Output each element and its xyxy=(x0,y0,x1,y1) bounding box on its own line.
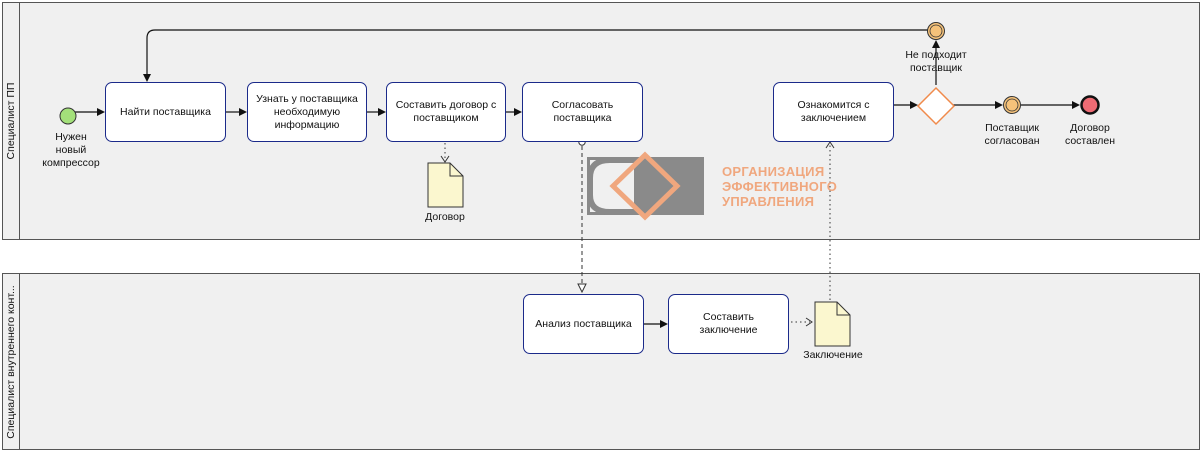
document-conclusion[interactable] xyxy=(814,301,851,347)
document-conclusion-label: Заключение xyxy=(803,349,863,361)
task-learn-info[interactable]: Узнать у поставщика необходимую информац… xyxy=(247,82,367,142)
intermediate-event-not-fit[interactable] xyxy=(927,22,945,40)
arrowhead xyxy=(1072,101,1080,109)
document-shape xyxy=(427,162,464,208)
arrowhead xyxy=(910,101,918,109)
event-inner-ring xyxy=(929,24,943,38)
association-arrow xyxy=(825,141,835,149)
document-shape xyxy=(814,301,851,347)
association-arrow xyxy=(440,155,450,163)
arrowhead xyxy=(143,74,151,82)
arrowhead xyxy=(514,108,522,116)
logo-frame xyxy=(587,157,634,215)
lane-label: Специалист внутреннего конт... xyxy=(3,274,20,449)
watermark-text: ОРГАНИЗАЦИЯ ЭФФЕКТИВНОГО УПРАВЛЕНИЯ xyxy=(722,164,838,209)
lane-internal-control: Специалист внутреннего конт... xyxy=(2,273,1200,450)
logo-diamond xyxy=(609,151,681,221)
end-event[interactable] xyxy=(1080,95,1100,115)
task-analyze-supplier[interactable]: Анализ поставщика xyxy=(523,294,644,354)
end-event-label: Договор составлен xyxy=(1064,122,1116,147)
document-fold xyxy=(449,163,463,177)
event-inner-ring xyxy=(1005,98,1019,112)
arrowhead xyxy=(660,320,668,328)
arrowhead xyxy=(378,108,386,116)
start-event-label: Нужен новый компрессор xyxy=(42,131,100,169)
task-find-supplier[interactable]: Найти поставщика xyxy=(105,82,226,142)
document-contract-label: Договор xyxy=(425,211,465,223)
arrowhead xyxy=(239,108,247,116)
document-fold xyxy=(836,302,850,316)
task-review-conclusion[interactable]: Ознакомится с заключением xyxy=(773,82,894,142)
exclusive-gateway[interactable] xyxy=(916,86,956,126)
arrowheads xyxy=(97,40,1080,328)
arrowhead xyxy=(995,101,1003,109)
intermediate-event-approved[interactable] xyxy=(1003,96,1021,114)
document-contract[interactable] xyxy=(427,162,464,208)
association-arrow xyxy=(805,317,813,327)
message-flows xyxy=(440,138,835,327)
arrowhead xyxy=(97,108,105,116)
task-write-conclusion[interactable]: Составить заключение xyxy=(668,294,789,354)
flow-notfit-loop xyxy=(146,29,937,76)
start-event[interactable] xyxy=(59,107,77,125)
watermark-logo xyxy=(587,151,704,221)
task-draft-contract[interactable]: Составить договор с поставщиком xyxy=(386,82,506,142)
arrowhead xyxy=(932,40,940,48)
message-flow-target xyxy=(577,283,587,294)
not-fit-event-label: Не подходит поставщик xyxy=(905,49,967,74)
task-approve-supplier[interactable]: Согласовать поставщика xyxy=(522,82,643,142)
lane-label: Специалист ПП xyxy=(3,3,20,239)
approved-event-label: Поставщик согласован xyxy=(984,122,1040,147)
